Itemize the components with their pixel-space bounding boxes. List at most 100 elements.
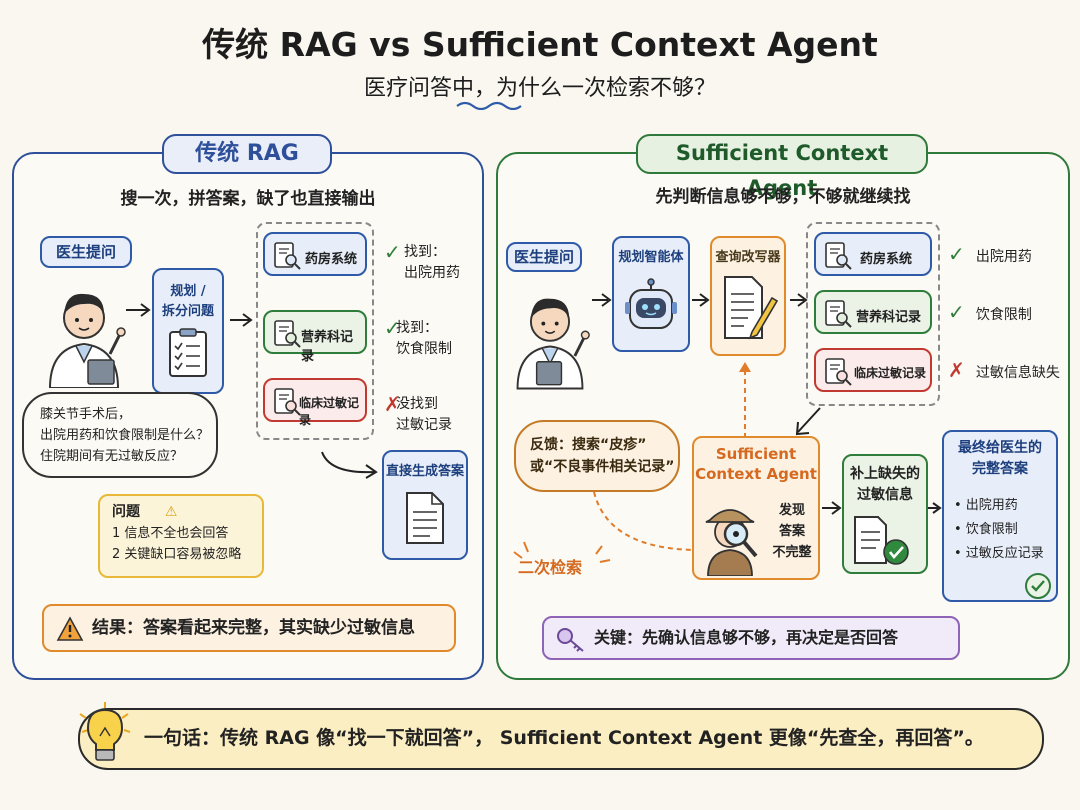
feedback-line-1: 反馈：搜索“皮疹” — [530, 437, 647, 453]
doctor-question-label: 医生提问 — [40, 236, 132, 268]
fill-line-1: 补上缺失的 — [850, 466, 920, 482]
document-icon — [406, 492, 444, 544]
wave-underline-icon — [456, 101, 522, 110]
summary-banner: 一句话：传统 RAG 像“找一下就回答”， Sufficient Context… — [78, 708, 1044, 770]
document-search-icon — [274, 242, 301, 270]
document-check-icon — [854, 516, 909, 565]
query-rewriter-label: 查询改写器 — [715, 250, 781, 265]
result-conclusion: 结果：答案看起来完整，其实缺少过敏信息 — [42, 604, 456, 652]
curved-arrow-icon — [321, 451, 378, 479]
arrow-icon — [230, 313, 253, 327]
result-nutrition-text: 饮食限制 — [975, 307, 1032, 323]
sca-note-line: 不完整 — [772, 545, 812, 560]
final-answer-title: 最终给医生的 完整答案 — [942, 438, 1058, 480]
doctor-question-bubble: 膝关节手术后， 出院用药和饮食限制是什么？ 住院期间有无过敏反应？ — [22, 392, 218, 478]
fill-missing-label: 补上缺失的 过敏信息 — [842, 464, 928, 506]
source-nutrition: 营养科记录 — [814, 290, 932, 334]
key-icon — [557, 628, 584, 652]
final-title-line-2: 完整答案 — [972, 461, 1028, 477]
sca-title-line-2: Context Agent — [695, 465, 817, 483]
cross-icon: ✗ — [384, 392, 401, 416]
source-allergy-label: 临床过敏记录 — [854, 366, 927, 380]
fill-line-2: 过敏信息 — [857, 487, 913, 503]
arrow-icon — [692, 293, 710, 307]
check-icon: ✓ — [948, 242, 965, 266]
sca-note-line: 答案 — [778, 524, 805, 539]
source-nutrition-label: 营养科记录 — [856, 310, 922, 325]
result-pharmacy: ✓ 出院用药 — [948, 242, 1032, 266]
check-icon: ✓ — [384, 316, 401, 340]
document-search-icon — [274, 320, 301, 348]
final-answer-list: • 出院用药 • 饮食限制 • 过敏反应记录 — [954, 494, 1054, 566]
doctor-icon — [48, 293, 126, 388]
final-answer-item: • 饮食限制 — [954, 522, 1018, 537]
problem-item: 1 信息不全也会回答 — [112, 526, 229, 541]
result-pharmacy-text: 找到： 出院用药 — [404, 242, 464, 284]
result-line: 出院用药 — [404, 265, 460, 281]
sca-subtitle: 先判断信息够不够，不够就继续找 — [655, 187, 911, 207]
conclusion-text: 结果：答案看起来完整，其实缺少过敏信息 — [92, 618, 415, 638]
source-allergy: 临床过敏记录 — [263, 378, 367, 427]
result-allergy-text: 过敏信息缺失 — [975, 365, 1060, 381]
result-nutrition: ✓ 饮食限制 — [948, 300, 1032, 324]
document-search-icon — [825, 358, 852, 386]
sca-title-line-1: Sufficient — [715, 445, 797, 463]
final-answer-item: • 出院用药 — [954, 498, 1018, 513]
source-pharmacy-label: 药房系统 — [860, 252, 913, 267]
arrow-icon — [795, 407, 821, 436]
sca-side-note: 发现 答案 不完整 — [770, 500, 814, 563]
sca-box-title: Sufficient Context Agent — [692, 444, 820, 484]
left-sources-frame — [256, 222, 374, 440]
arrow-icon — [822, 501, 842, 515]
plan-split-line-2: 拆分问题 — [161, 304, 214, 319]
sca-tag: Sufficient Context Agent — [636, 134, 928, 200]
key-insight-box: 关键：先确认信息够不够，再决定是否回答 — [542, 616, 960, 660]
question-line-3: 住院期间有无过敏反应？ — [40, 449, 184, 464]
arrow-icon — [928, 502, 942, 514]
arrow-icon — [592, 293, 612, 307]
dashed-arrow-icon — [739, 362, 751, 438]
check-circle-icon — [1025, 573, 1051, 599]
source-pharmacy: 药房系统 — [263, 232, 367, 276]
result-line: 饮食限制 — [396, 341, 452, 357]
emphasis-lines-icon — [513, 541, 611, 563]
second-search-label: 二次检索 — [518, 558, 583, 577]
feedback-line-2: 或“不良事件相关记录” — [530, 459, 675, 475]
planning-agent-label: 规划智能体 — [618, 250, 684, 265]
doctor-question-label: 医生提问 — [506, 242, 582, 272]
doctor-icon — [516, 298, 590, 390]
dashed-curve-icon — [593, 491, 695, 551]
document-pencil-icon — [724, 276, 778, 340]
robot-icon — [625, 278, 677, 329]
lightbulb-icon — [79, 702, 131, 761]
result-line: 找到： — [404, 244, 446, 260]
cross-icon: ✗ — [948, 358, 965, 382]
sca-note-line: 发现 — [778, 503, 805, 518]
result-line: 找到： — [396, 320, 438, 336]
problems-title: 问题 ⚠ — [112, 502, 262, 523]
warning-icon: ⚠ — [164, 504, 178, 520]
source-pharmacy: 药房系统 — [814, 232, 932, 276]
question-line-1: 膝关节手术后， — [40, 407, 132, 422]
key-insight-text: 关键：先确认信息够不够，再决定是否回答 — [594, 628, 899, 647]
problem-item: 2 关键缺口容易被忽略 — [112, 547, 242, 562]
result-line: 过敏记录 — [396, 417, 452, 433]
subtitle: 医疗问答中，为什么一次检索不够？ — [363, 76, 716, 101]
source-allergy: 临床过敏记录 — [814, 348, 932, 392]
detective-icon — [705, 509, 758, 576]
source-pharmacy-label: 药房系统 — [305, 252, 358, 267]
feedback-bubble: 反馈：搜索“皮疹” 或“不良事件相关记录” — [514, 420, 680, 492]
question-line-2: 出院用药和饮食限制是什么？ — [40, 428, 210, 443]
check-icon: ✓ — [384, 240, 401, 264]
final-title-line-1: 最终给医生的 — [958, 440, 1042, 456]
summary-text: 一句话：传统 RAG 像“找一下就回答”， Sufficient Context… — [144, 727, 984, 749]
result-pharmacy-text: 出院用药 — [975, 249, 1032, 265]
main-title: 传统 RAG vs Sufficient Context Agent — [202, 25, 878, 64]
result-nutrition-text: 找到： 饮食限制 — [396, 318, 462, 360]
direct-answer-label: 直接生成答案 — [385, 464, 464, 479]
result-allergy-text: 没找到 过敏记录 — [396, 394, 462, 436]
problems-title-text: 问题 — [112, 504, 140, 520]
plan-split-label: 规划 / 拆分问题 — [152, 282, 224, 322]
clipboard-checklist-icon — [169, 328, 207, 377]
document-search-icon — [825, 300, 852, 328]
